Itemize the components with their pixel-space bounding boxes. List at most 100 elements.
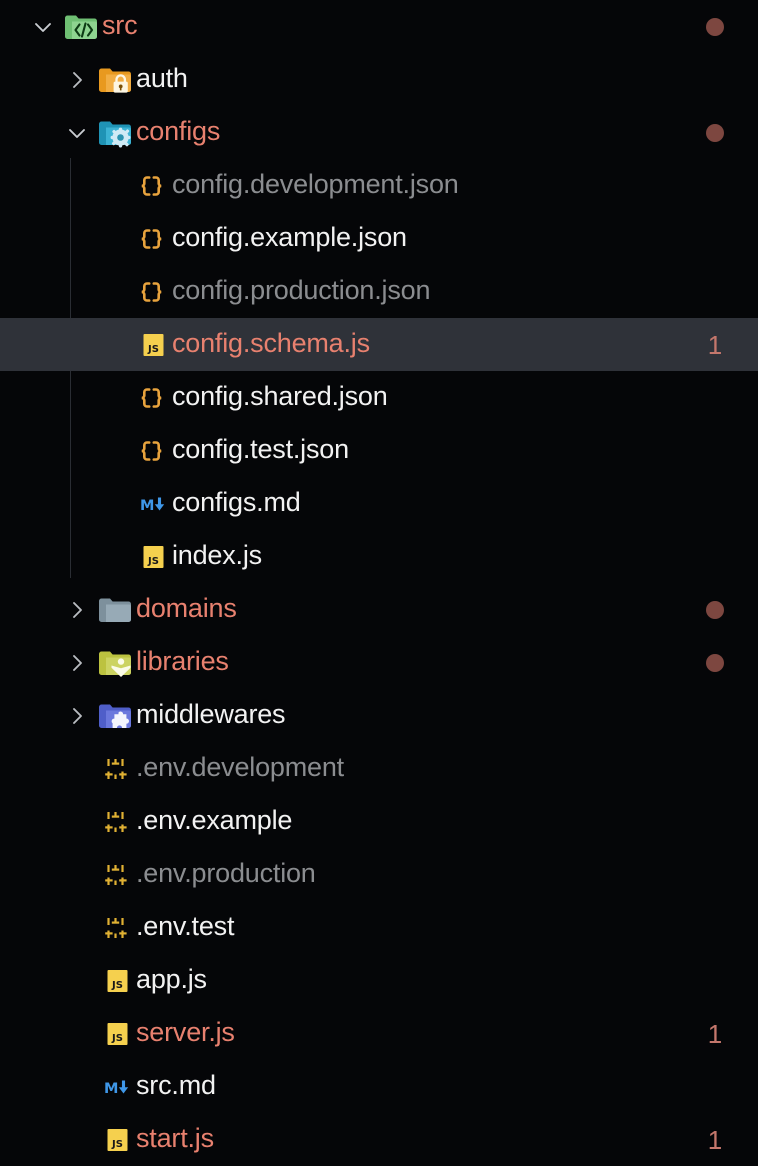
modified-dot-icon — [706, 600, 724, 619]
javascript-js-icon: JS — [130, 542, 172, 572]
svg-text:JS: JS — [111, 1139, 123, 1150]
tree-row[interactable]: config.example.json — [0, 212, 758, 265]
svg-text:JS: JS — [147, 556, 159, 567]
tree-row-label: domains — [136, 593, 237, 623]
folder-auth-lock-icon — [94, 65, 136, 95]
tree-row[interactable]: .env.example — [0, 795, 758, 848]
tree-row-label: start.js — [136, 1123, 214, 1153]
json-braces-icon — [130, 383, 172, 413]
tree-row[interactable]: libraries — [0, 636, 758, 689]
tree-row[interactable]: .env.production — [0, 848, 758, 901]
tree-row-decoration — [672, 689, 758, 742]
folder-src-code-icon — [60, 12, 102, 42]
tree-row[interactable]: auth — [0, 53, 758, 106]
tune-sliders-icon — [94, 913, 136, 943]
json-braces-icon — [130, 171, 172, 201]
tree-row[interactable]: JS config.schema.js 1 — [0, 318, 758, 371]
tree-row-label: index.js — [172, 540, 262, 570]
modified-dot-icon — [706, 123, 724, 142]
tree-row-decoration: 1 — [672, 1113, 758, 1166]
folder-library-icon — [94, 648, 136, 678]
tree-row[interactable]: middlewares — [0, 689, 758, 742]
tree-row[interactable]: .env.development — [0, 742, 758, 795]
chevron-down-icon[interactable] — [26, 16, 60, 38]
problem-count-badge: 1 — [707, 1124, 723, 1155]
modified-dot-icon — [706, 653, 724, 672]
tree-row-label: config.example.json — [172, 222, 407, 252]
tune-sliders-icon — [94, 754, 136, 784]
tree-row-label: src — [102, 10, 138, 40]
tree-row[interactable]: .env.test — [0, 901, 758, 954]
tree-row[interactable]: configs — [0, 106, 758, 159]
javascript-js-icon: JS — [94, 966, 136, 996]
tree-row-decoration — [672, 636, 758, 689]
tree-row-label: app.js — [136, 964, 207, 994]
tree-row-label: config.production.json — [172, 275, 431, 305]
tree-row-decoration — [672, 106, 758, 159]
markdown-md-icon: M — [130, 489, 172, 519]
folder-middleware-icon — [94, 701, 136, 731]
tree-row-decoration: 1 — [672, 1007, 758, 1060]
javascript-js-icon: JS — [130, 330, 172, 360]
tree-row-label: auth — [136, 63, 188, 93]
tree-row[interactable]: JS app.js — [0, 954, 758, 1007]
javascript-js-icon: JS — [94, 1019, 136, 1049]
javascript-js-icon: JS — [94, 1125, 136, 1155]
tune-sliders-icon — [94, 807, 136, 837]
chevron-right-icon[interactable] — [60, 69, 94, 91]
tree-row-decoration — [672, 795, 758, 848]
tree-row-label: configs — [136, 116, 221, 146]
svg-text:M: M — [140, 498, 154, 514]
chevron-down-icon[interactable] — [60, 122, 94, 144]
tree-row-decoration — [672, 159, 758, 212]
tree-row[interactable]: config.development.json — [0, 159, 758, 212]
tree-row[interactable]: config.test.json — [0, 424, 758, 477]
tree-row-decoration — [672, 424, 758, 477]
chevron-right-icon[interactable] — [60, 705, 94, 727]
tree-row-decoration — [672, 1060, 758, 1113]
tree-row-label: middlewares — [136, 699, 286, 729]
svg-text:M: M — [104, 1081, 118, 1097]
tree-row[interactable]: JS start.js 1 — [0, 1113, 758, 1166]
tree-row-decoration — [672, 212, 758, 265]
tree-row-decoration — [672, 954, 758, 1007]
json-braces-icon — [130, 436, 172, 466]
svg-text:JS: JS — [147, 344, 159, 355]
markdown-md-icon: M — [94, 1072, 136, 1102]
tree-row-decoration — [672, 848, 758, 901]
chevron-right-icon[interactable] — [60, 652, 94, 674]
tree-row-label: .env.development — [136, 752, 344, 782]
tree-row[interactable]: JS index.js — [0, 530, 758, 583]
tree-row-decoration — [672, 0, 758, 53]
tree-row-decoration — [672, 53, 758, 106]
tree-row-decoration — [672, 901, 758, 954]
json-braces-icon — [130, 224, 172, 254]
tree-row[interactable]: config.production.json — [0, 265, 758, 318]
tree-row-decoration — [672, 583, 758, 636]
tree-row[interactable]: config.shared.json — [0, 371, 758, 424]
tree-row-label: configs.md — [172, 487, 301, 517]
tree-row-label: .env.production — [136, 858, 316, 888]
tree-row-decoration — [672, 265, 758, 318]
json-braces-icon — [130, 277, 172, 307]
tree-row[interactable]: domains — [0, 583, 758, 636]
tree-row-label: server.js — [136, 1017, 235, 1047]
tree-row-label: config.development.json — [172, 169, 459, 199]
problem-count-badge: 1 — [707, 329, 723, 360]
tree-row-label: config.schema.js — [172, 328, 370, 358]
tree-row-label: src.md — [136, 1070, 216, 1100]
chevron-right-icon[interactable] — [60, 599, 94, 621]
tree-row-decoration: 1 — [672, 318, 758, 371]
tree-row-label: config.test.json — [172, 434, 349, 464]
tree-row[interactable]: src — [0, 0, 758, 53]
problem-count-badge: 1 — [707, 1018, 723, 1049]
svg-text:JS: JS — [111, 980, 123, 991]
tree-row-label: libraries — [136, 646, 229, 676]
tune-sliders-icon — [94, 860, 136, 890]
tree-row-label: .env.test — [136, 911, 235, 941]
tree-row-decoration — [672, 530, 758, 583]
